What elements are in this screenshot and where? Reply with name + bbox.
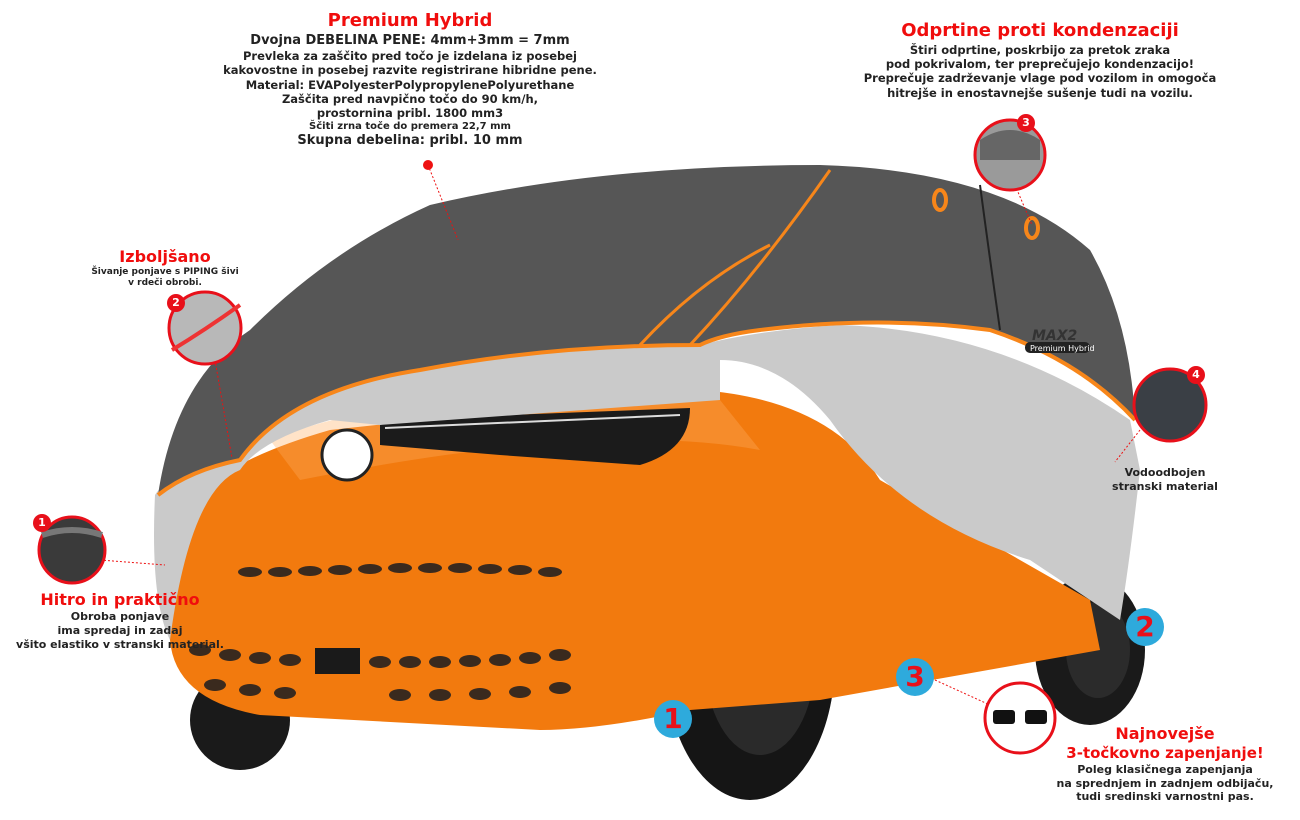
callout-line: tudi sredinski varnostni pas. (1076, 790, 1254, 804)
improved-callout: Izboljšano Šivanje ponjave s PIPING šivi… (70, 247, 260, 290)
callout-line: prostornina pribl. 1800 mm3 (316, 106, 504, 121)
vent-icon (932, 188, 948, 212)
svg-text:MAX2: MAX2 (1032, 328, 1077, 344)
callout-line: Poleg klasičnega zapenjanja (1077, 762, 1253, 776)
quick-title: Hitro in praktično (40, 590, 200, 609)
straps-title-2: 3-točkovno zapenjanje! (1066, 744, 1264, 762)
svg-text:Premium Hybrid: Premium Hybrid (1030, 344, 1095, 353)
callout-line: Obroba ponjave (70, 610, 170, 623)
leader-lines (99, 164, 1141, 706)
premium-hybrid-title: Premium Hybrid (327, 10, 493, 31)
quick-callout: Hitro in praktično Obroba ponjave ima sp… (0, 590, 240, 651)
waterproof-callout: Vodoodbojen stranski material (1100, 466, 1230, 494)
callout-line: všito elastiko v stranski material. (16, 637, 224, 651)
callout-line: Šivanje ponjave s PIPING šivi (91, 267, 239, 277)
detail-circle-side-material (1132, 367, 1208, 443)
callout-line: v rdeči obrobi. (128, 278, 202, 289)
straps-callout: Najnovejše 3-točkovno zapenjanje! Poleg … (1050, 724, 1280, 804)
detail-badge-2: 2 (167, 294, 185, 312)
callout-line: hitrejše in enostavnejše sušenje tudi na… (887, 85, 1193, 100)
front-grille (189, 563, 571, 701)
callout-line: pod pokrivalom, ter preprečujejo kondenz… (885, 56, 1195, 71)
car-body (160, 390, 1100, 730)
strap-badge-3: 3 (896, 658, 934, 696)
callout-line: stranski material (1112, 479, 1218, 493)
detail-circle-buckle (983, 681, 1057, 755)
callout-line: Ščiti zrna toče do premera 22,7 mm (309, 120, 511, 132)
callout-line: kakovostne in posebej razvite registrira… (223, 63, 597, 78)
callout-line: na sprednjem in zadnjem odbijaču, (1056, 776, 1274, 790)
detail-badge-4: 4 (1187, 366, 1205, 384)
detail-circle-vent (973, 118, 1047, 192)
callout-line: Štiri odprtine, poskrbijo za pretok zrak… (909, 42, 1171, 57)
cover-side-light (154, 325, 1140, 640)
detail-circle-elastic (37, 515, 107, 585)
vent-icon (1024, 216, 1040, 240)
strap-badge-1: 1 (654, 700, 692, 738)
improved-title: Izboljšano (119, 247, 211, 266)
callout-line: Zaščita pred navpično točo do 90 km/h, (281, 91, 539, 106)
callout-line: ima spredaj in zadaj (57, 623, 183, 637)
brand-logo: MAX2 Premium Hybrid (1025, 328, 1095, 353)
detail-badge-1: 1 (33, 514, 51, 532)
detail-circle-piping (167, 290, 243, 366)
callout-line: Material: EVAPolyesterPolypropylenePolyu… (245, 77, 575, 92)
headlight (320, 408, 690, 482)
detail-badge-3: 3 (1017, 114, 1035, 132)
strap-badge-2: 2 (1126, 608, 1164, 646)
callout-line: Prevleka za zaščito pred točo je izdelan… (243, 48, 577, 63)
callout-line: Dvojna DEBELINA PENE: 4mm+3mm = 7mm (250, 32, 570, 48)
piping-edge (156, 320, 1137, 497)
callout-line: Skupna debelina: pribl. 10 mm (297, 133, 523, 149)
vents-title: Odprtine proti kondenzaciji (901, 20, 1179, 41)
cover-top-dark (158, 165, 1135, 495)
straps-title-1: Najnovejše (1115, 724, 1215, 743)
callout-line: Vodoodbojen (1124, 466, 1206, 479)
premium-hybrid-callout: Premium Hybrid Dvojna DEBELINA PENE: 4mm… (215, 10, 605, 149)
callout-line: Preprečuje zadrževanje vlage pod vozilom… (863, 71, 1217, 86)
vents-callout: Odprtine proti kondenzaciji Štiri odprti… (850, 20, 1230, 100)
